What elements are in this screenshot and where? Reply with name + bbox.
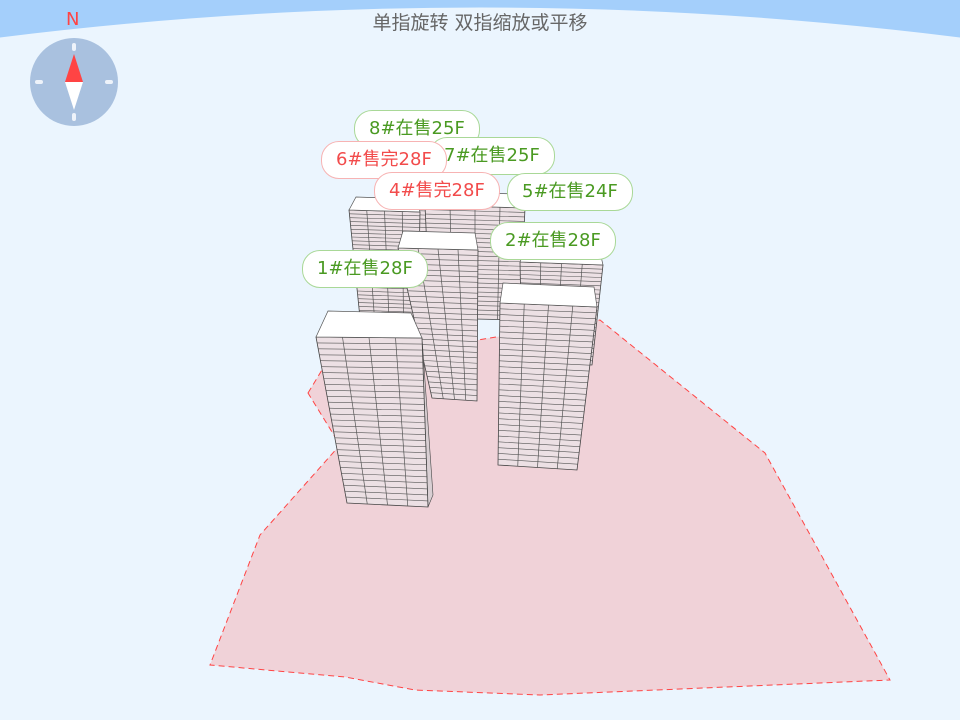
- building-label-7[interactable]: 7#在售25F: [429, 137, 555, 175]
- unit-divider: [556, 305, 574, 469]
- compass-icon[interactable]: [30, 38, 118, 126]
- building-roof: [315, 310, 423, 339]
- unit-divider: [457, 249, 467, 401]
- unit-divider: [537, 304, 549, 468]
- building-label-5[interactable]: 5#在售24F: [507, 173, 633, 211]
- compass-tick: [72, 43, 76, 51]
- unit-divider: [368, 337, 388, 506]
- unit-divider: [517, 303, 525, 467]
- building-1[interactable]: [315, 310, 434, 508]
- building-label-4[interactable]: 4#售完28F: [374, 172, 500, 210]
- unit-divider: [437, 248, 455, 400]
- north-label: N: [66, 9, 80, 30]
- compass-tick: [35, 80, 43, 84]
- compass-tick: [72, 113, 76, 121]
- building-label-2[interactable]: 2#在售28F: [490, 222, 616, 260]
- sky-band: [0, 0, 960, 38]
- gesture-hint: 单指旋转 双指缩放或平移: [372, 12, 588, 34]
- compass-tick: [105, 80, 113, 84]
- compass-needle-icon: [65, 54, 83, 110]
- unit-divider: [395, 337, 409, 507]
- building-2[interactable]: [497, 282, 598, 471]
- building-roof: [499, 282, 598, 308]
- building-label-1[interactable]: 1#在售28F: [302, 250, 428, 288]
- unit-divider: [342, 337, 368, 505]
- building-roof: [397, 230, 479, 251]
